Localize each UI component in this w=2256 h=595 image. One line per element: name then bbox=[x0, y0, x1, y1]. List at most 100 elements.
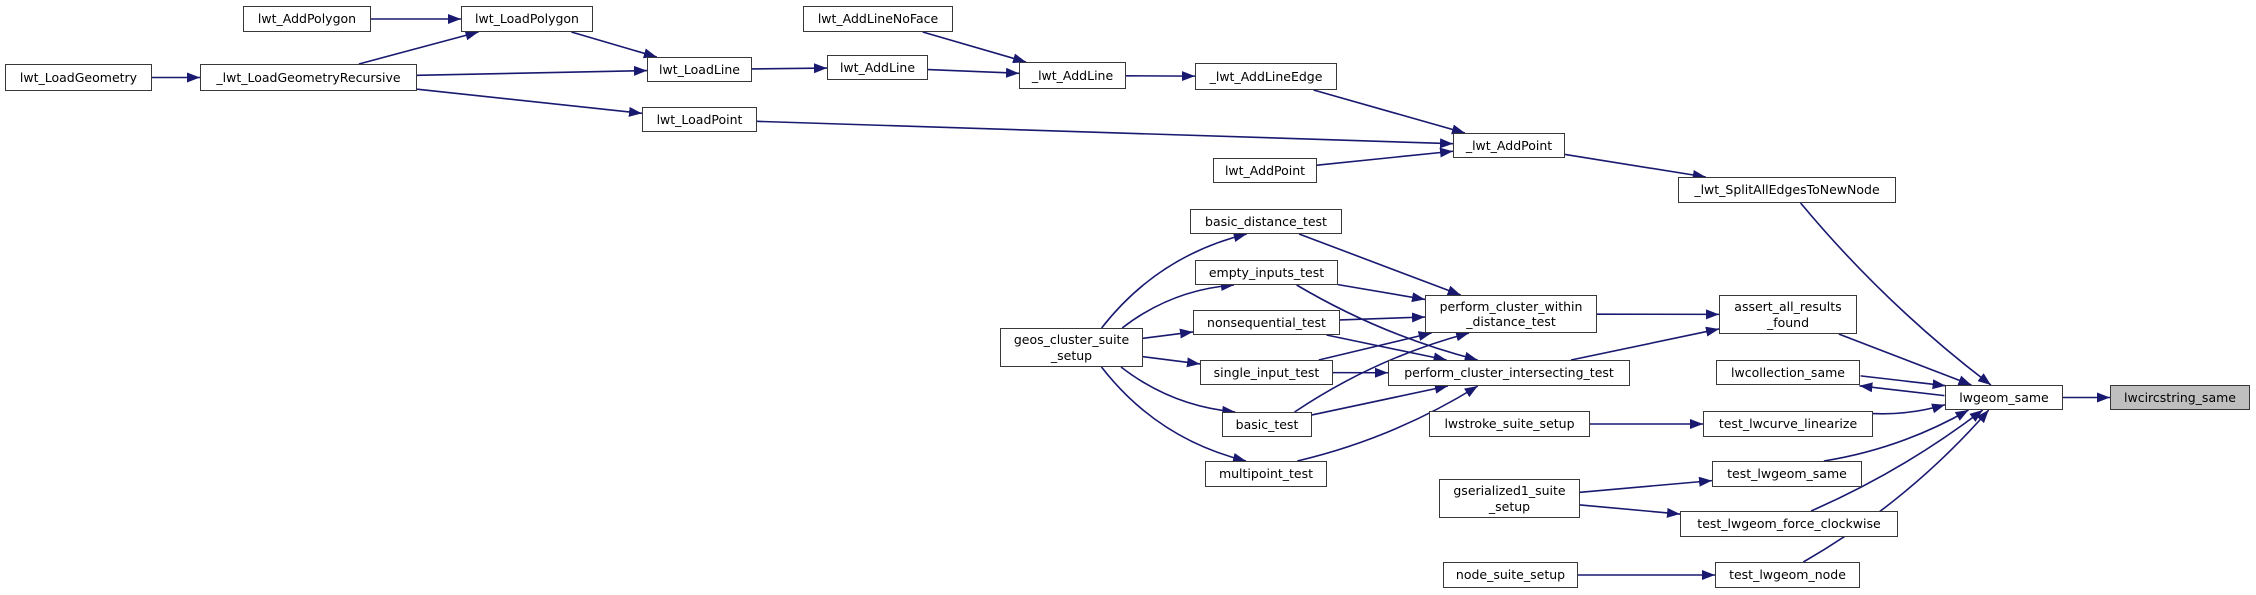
edge-empty_inputs_test-to-perform_cluster_within_distance_test bbox=[1337, 283, 1426, 303]
node-node_suite_setup[interactable]: node_suite_setup bbox=[1443, 562, 1578, 588]
node-nonsequential_test[interactable]: nonsequential_test bbox=[1193, 310, 1340, 335]
node-lwt_LoadLine[interactable]: lwt_LoadLine bbox=[647, 57, 752, 82]
node-perform_cluster_intersecting_test[interactable]: perform_cluster_intersecting_test bbox=[1388, 360, 1630, 386]
edge-lwcollection_same-to-lwgeom_same bbox=[1860, 375, 1946, 390]
edge-gserialized1_suite_setup-to-test_lwgeom_same bbox=[1579, 476, 1713, 494]
node-lwt_AddPolygon[interactable]: lwt_AddPolygon bbox=[243, 6, 371, 32]
node-test_lwcurve_linearize[interactable]: test_lwcurve_linearize bbox=[1703, 411, 1873, 437]
edge-test_lwgeom_force_clockwise-to-lwgeom_same bbox=[1810, 409, 1984, 512]
node-lwt_AddPoint[interactable]: lwt_AddPoint bbox=[1213, 158, 1317, 183]
edge-test_lwcurve_linearize-to-lwgeom_same bbox=[1872, 403, 1946, 415]
edge-nonsequential_test-to-perform_cluster_within_distance_test bbox=[1339, 312, 1426, 323]
edge-lwt_LoadPolygon-to-lwt_LoadLine bbox=[571, 31, 658, 59]
edge-geos_cluster_suite_setup-to-empty_inputs_test bbox=[1121, 280, 1235, 329]
node-basic_distance_test[interactable]: basic_distance_test bbox=[1190, 209, 1342, 234]
node-label: _lwt_AddLine bbox=[1031, 67, 1114, 83]
node-multipoint_test[interactable]: multipoint_test bbox=[1205, 461, 1327, 487]
node-label: single_input_test bbox=[1213, 364, 1320, 380]
edge-test_lwgeom_node-to-lwgeom_same bbox=[1802, 409, 1990, 563]
node-label: lwcollection_same bbox=[1731, 364, 1845, 380]
node-basic_test[interactable]: basic_test bbox=[1222, 412, 1312, 437]
edge-lwgeom_same-to-lwcollection_same bbox=[1859, 382, 1945, 397]
edge-geos_cluster_suite_setup-to-multipoint_test bbox=[1100, 366, 1247, 463]
node-label: lwt_LoadPolygon bbox=[475, 11, 579, 27]
node-_lwt_LoadGeometryRecursive[interactable]: _lwt_LoadGeometryRecursive bbox=[200, 64, 417, 91]
edge-_lwt_LoadGeometryRecursive-to-lwt_LoadPoint bbox=[416, 88, 643, 117]
edge-basic_test-to-perform_cluster_within_distance_test bbox=[1294, 331, 1470, 413]
node-label: basic_distance_test bbox=[1205, 213, 1327, 229]
node-gserialized1_suite_setup[interactable]: gserialized1_suite_setup bbox=[1439, 479, 1580, 518]
edge-_lwt_SplitAllEdgesToNewNode-to-lwgeom_same bbox=[1799, 202, 1992, 386]
node-_lwt_AddLineEdge[interactable]: _lwt_AddLineEdge bbox=[1195, 63, 1337, 90]
node-label: lwt_LoadGeometry bbox=[19, 69, 138, 85]
node-lwstroke_suite_setup[interactable]: lwstroke_suite_setup bbox=[1429, 411, 1590, 437]
edge-perform_cluster_intersecting_test-to-assert_all_results_found bbox=[1570, 326, 1720, 361]
node-label: lwt_AddPolygon bbox=[257, 11, 357, 27]
node-lwcollection_same[interactable]: lwcollection_same bbox=[1716, 360, 1860, 385]
edge-geos_cluster_suite_setup-to-single_input_test bbox=[1142, 355, 1201, 368]
node-lwcircstring_same: lwcircstring_same bbox=[2110, 385, 2250, 410]
node-label: _setup bbox=[1488, 498, 1531, 514]
node-label: _found bbox=[1766, 314, 1810, 330]
node-label: _lwt_AddLineEdge bbox=[1209, 68, 1323, 84]
node-lwt_LoadGeometry[interactable]: lwt_LoadGeometry bbox=[5, 64, 152, 91]
edge-gserialized1_suite_setup-to-test_lwgeom_force_clockwise bbox=[1579, 504, 1681, 518]
node-label: _lwt_AddPoint bbox=[1465, 137, 1553, 153]
node-label: geos_cluster_suite bbox=[1013, 332, 1130, 348]
node-label: test_lwgeom_node bbox=[1729, 567, 1846, 583]
node-label: nonsequential_test bbox=[1207, 314, 1326, 330]
edge-assert_all_results_found-to-lwgeom_same bbox=[1838, 333, 1972, 386]
node-test_lwgeom_node[interactable]: test_lwgeom_node bbox=[1715, 562, 1860, 588]
node-label: perform_cluster_intersecting_test bbox=[1404, 365, 1614, 381]
edge-geos_cluster_suite_setup-to-nonsequential_test bbox=[1142, 328, 1194, 340]
node-label: multipoint_test bbox=[1218, 466, 1314, 482]
node-label: lwcircstring_same bbox=[2124, 389, 2236, 405]
edge-basic_distance_test-to-perform_cluster_within_distance_test bbox=[1298, 233, 1461, 296]
node-label: test_lwcurve_linearize bbox=[1718, 416, 1858, 432]
edge-lwt_LoadPoint-to-_lwt_AddPoint bbox=[756, 120, 1454, 149]
node-label: test_lwgeom_same bbox=[1727, 466, 1847, 482]
edge-multipoint_test-to-perform_cluster_intersecting_test bbox=[1297, 385, 1479, 462]
edge-lwt_LoadLine-to-lwt_AddLine bbox=[751, 63, 828, 74]
edge-nonsequential_test-to-perform_cluster_intersecting_test bbox=[1326, 334, 1447, 363]
edge-_lwt_LoadGeometryRecursive-to-lwt_LoadPolygon bbox=[358, 30, 479, 65]
node-label: lwt_AddLineNoFace bbox=[817, 11, 939, 27]
node-perform_cluster_within_distance_test[interactable]: perform_cluster_within_distance_test bbox=[1425, 295, 1597, 333]
node-label: node_suite_setup bbox=[1455, 567, 1566, 583]
edge-lwt_AddLine-to-_lwt_AddLine bbox=[927, 67, 1020, 78]
node-label: perform_cluster_within bbox=[1439, 298, 1583, 314]
node-label: _distance_test bbox=[1466, 314, 1556, 329]
node-label: _lwt_LoadGeometryRecursive bbox=[216, 69, 401, 85]
node-lwt_AddLine[interactable]: lwt_AddLine bbox=[827, 55, 928, 80]
edge-lwt_AddPoint-to-_lwt_AddPoint bbox=[1316, 147, 1454, 166]
node-label: lwt_AddLine bbox=[839, 59, 916, 75]
node-label: lwgeom_same bbox=[1959, 389, 2049, 405]
node-lwt_LoadPolygon[interactable]: lwt_LoadPolygon bbox=[461, 6, 593, 32]
edge-_lwt_AddLineEdge-to-_lwt_AddPoint bbox=[1313, 89, 1466, 135]
node-geos_cluster_suite_setup[interactable]: geos_cluster_suite_setup bbox=[1000, 328, 1143, 367]
node-lwgeom_same[interactable]: lwgeom_same bbox=[1945, 385, 2063, 410]
node-test_lwgeom_same[interactable]: test_lwgeom_same bbox=[1712, 461, 1862, 487]
node-_lwt_AddLine[interactable]: _lwt_AddLine bbox=[1019, 62, 1126, 89]
edge-basic_test-to-perform_cluster_intersecting_test bbox=[1311, 383, 1449, 416]
node-label: _setup bbox=[1050, 347, 1093, 363]
node-_lwt_AddPoint[interactable]: _lwt_AddPoint bbox=[1453, 133, 1565, 158]
edge-empty_inputs_test-to-perform_cluster_intersecting_test bbox=[1296, 284, 1478, 362]
edge-lwt_AddLineNoFace-to-_lwt_AddLine bbox=[922, 31, 1027, 64]
node-empty_inputs_test[interactable]: empty_inputs_test bbox=[1195, 260, 1338, 285]
edge-geos_cluster_suite_setup-to-basic_test bbox=[1120, 366, 1236, 416]
node-assert_all_results_found[interactable]: assert_all_results_found bbox=[1719, 295, 1857, 334]
edge-_lwt_LoadGeometryRecursive-to-lwt_LoadLine bbox=[416, 65, 648, 77]
node-label: gserialized1_suite bbox=[1453, 483, 1566, 499]
node-label: lwstroke_suite_setup bbox=[1444, 416, 1575, 432]
node-single_input_test[interactable]: single_input_test bbox=[1200, 360, 1333, 385]
node-_lwt_SplitAllEdgesToNewNode[interactable]: _lwt_SplitAllEdgesToNewNode bbox=[1678, 177, 1896, 203]
node-lwt_LoadPoint[interactable]: lwt_LoadPoint bbox=[642, 107, 757, 132]
node-label: _lwt_SplitAllEdgesToNewNode bbox=[1694, 182, 1880, 198]
node-lwt_AddLineNoFace[interactable]: lwt_AddLineNoFace bbox=[803, 6, 953, 32]
node-test_lwgeom_force_clockwise[interactable]: test_lwgeom_force_clockwise bbox=[1680, 511, 1898, 537]
node-label: assert_all_results bbox=[1734, 299, 1842, 315]
edge-geos_cluster_suite_setup-to-basic_distance_test bbox=[1100, 232, 1247, 329]
node-label: basic_test bbox=[1235, 416, 1299, 432]
